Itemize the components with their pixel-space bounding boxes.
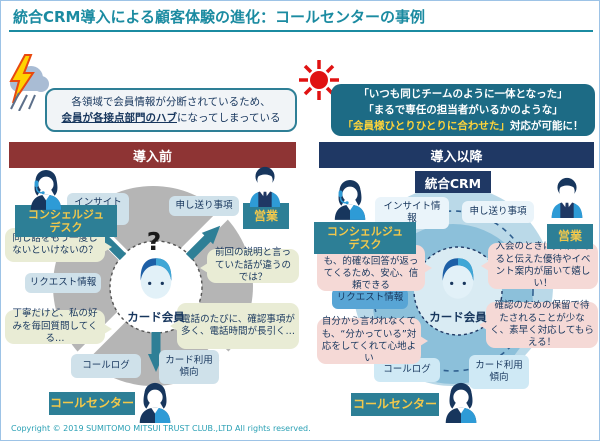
benefit-note: 「いつも同じチームのように一体となった」 「まるで専任の担当者がいるかのような」…: [331, 84, 595, 136]
card-member-face-icon: [442, 258, 474, 299]
copyright-text: Copyright © 2019 SUMITOMO MITSUI TRUST C…: [11, 424, 311, 433]
praise-bubble: 入会のときに興味があると伝えた優待やイベント案内が届いて嬉しい！: [481, 241, 598, 289]
data-box-card-usage: カード利用傾向: [159, 350, 219, 384]
complaint-bubble: 前回の説明と言っていた話が違うのでは？: [200, 247, 299, 283]
problem-note: 各領域で会員情報が分断されているため、 会員が各接点部門のハブになってしまってい…: [45, 88, 297, 132]
call-center-operator-avatar-icon: [445, 382, 477, 423]
integrated-crm-label: 統合CRM: [415, 171, 491, 193]
data-box-call-log: コールログ: [71, 354, 141, 378]
benefit-note-line1: 「いつも同じチームのように一体となった」: [358, 87, 568, 100]
dept-label-sales: 営業: [547, 224, 593, 249]
sun-icon: [299, 60, 339, 100]
problem-note-line1: 各領域で会員情報が分断されているため、: [71, 95, 271, 108]
page-title: 統合CRM導入による顧客体験の進化：コールセンターの事例: [13, 8, 426, 26]
title-divider: [9, 30, 593, 32]
dept-label-call-center: コールセンター: [351, 393, 439, 416]
data-box-handover: 申し送り事項: [169, 196, 239, 216]
complaint-bubble: 電話のたびに、確認事項が多く、電話時間が長引く…: [170, 303, 299, 349]
storm-cloud-lightning-icon: [9, 54, 49, 111]
sales-person-avatar-icon: [551, 177, 583, 218]
dept-label-sales: 営業: [243, 203, 289, 229]
question-mark: ?: [146, 227, 162, 256]
section-header-after: 導入以降: [319, 142, 594, 168]
dept-label-call-center: コールセンター: [49, 392, 135, 415]
concierge-operator-avatar-icon: [334, 180, 366, 220]
call-center-operator-avatar-icon: [139, 382, 171, 423]
benefit-note-emphasis: 「会員様ひとりひとりに合わせた」: [342, 120, 510, 133]
praise-bubble: 確認のための保留で待たされることが少なく、素早く対応してもらえる！: [479, 300, 598, 348]
problem-note-line2-rest: になってしまっている: [176, 112, 281, 124]
problem-note-emphasis: 会員が各接点部門のハブ: [61, 112, 177, 124]
data-box-request: リクエスト情報: [332, 288, 408, 309]
concierge-operator-avatar-icon: [30, 170, 62, 210]
data-box-card-usage: カード利用傾向: [469, 355, 529, 389]
complaint-bubble: 丁寧だけど、私の好みを毎回質問してくる…: [5, 308, 112, 344]
sales-person-avatar-icon: [249, 166, 281, 207]
praise-bubble: 自分から言われなくても、“分かっている”対応をしてくれて心地よい: [317, 316, 428, 364]
data-box-handover: 申し送り事項: [462, 201, 534, 223]
dept-label-concierge-desk: コンシェルジュ デスク: [314, 222, 416, 254]
section-header-before: 導入前: [9, 142, 296, 168]
data-box-request: リクエスト情報: [25, 273, 101, 293]
card-member-label: カード会員: [127, 310, 185, 324]
card-member-label: カード会員: [429, 310, 487, 324]
benefit-note-line2: 「まるで専任の担当者がいるかのような」: [363, 103, 563, 116]
card-member-face-icon: [140, 258, 172, 299]
benefit-note-line3-rest: 対応が可能に！: [509, 120, 584, 133]
